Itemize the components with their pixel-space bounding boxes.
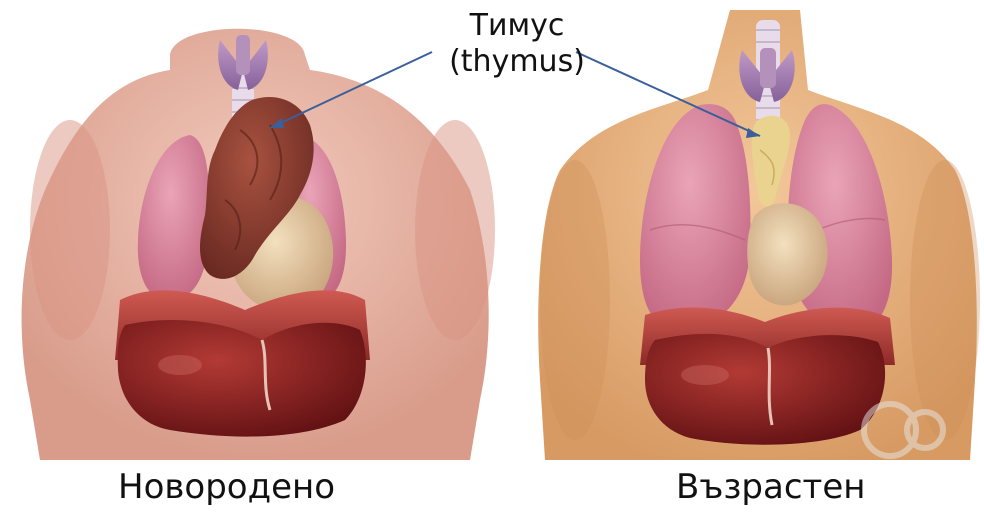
adult-liver [645, 334, 885, 445]
thymus-label: Тимус (thymus) [422, 8, 612, 80]
adult-caption: Възрастен [676, 468, 866, 506]
newborn-figure [22, 29, 495, 460]
newborn-caption: Новородено [118, 468, 335, 506]
thymus-label-line1: Тимус [422, 8, 612, 44]
newborn-liver [118, 320, 366, 437]
thymus-label-line2: (thymus) [422, 44, 612, 80]
